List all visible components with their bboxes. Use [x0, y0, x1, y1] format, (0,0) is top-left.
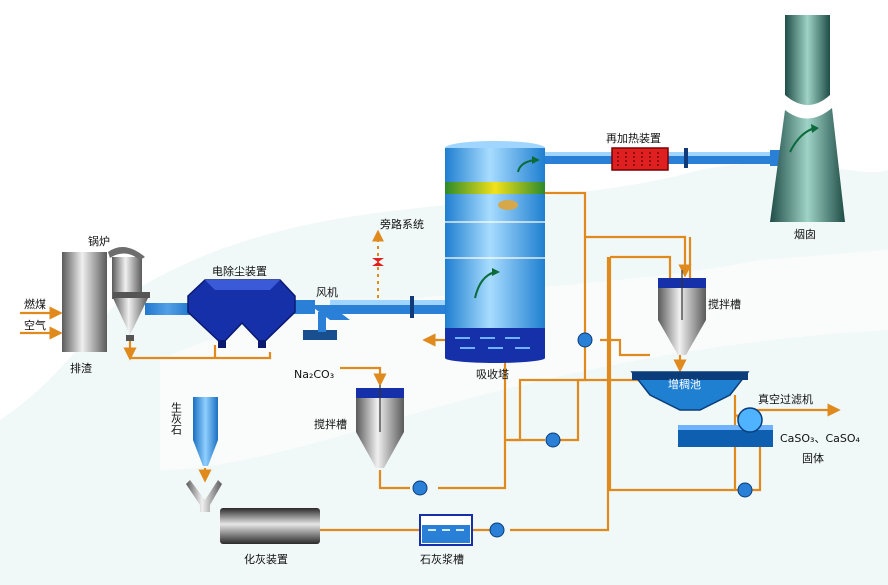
pumps [412, 332, 753, 538]
absorber-tower [445, 141, 545, 363]
product-solid-label: 固体 [802, 451, 824, 465]
boiler [62, 247, 150, 352]
chimney [770, 15, 845, 222]
vacuum-filter [678, 407, 773, 447]
na2co3-label: Na₂CO₃ [294, 368, 334, 381]
bypass-valve-icon [372, 258, 384, 266]
air-label: 空气 [24, 318, 46, 332]
quicklime-silo [186, 397, 222, 512]
quicklime-label: 生灰石 [170, 401, 183, 435]
coal-label: 燃煤 [24, 297, 46, 311]
fan-label: 风机 [316, 285, 338, 299]
esp-label: 电除尘装置 [212, 264, 267, 278]
lime-slurry-tank [419, 514, 473, 546]
product-label: CaSO₃、CaSO₄ [780, 432, 861, 445]
slaker-label: 化灰装置 [244, 552, 288, 566]
lime-tank-label: 石灰浆槽 [420, 552, 464, 566]
stirring-tank-left [356, 385, 404, 468]
slaker-drum [220, 508, 320, 544]
chimney-label: 烟囱 [794, 227, 816, 241]
boiler-label: 锅炉 [88, 235, 110, 248]
absorber-label: 吸收塔 [476, 367, 509, 381]
electrostatic-precipitator [187, 279, 296, 348]
stirring-tank-right [658, 270, 706, 355]
stir-left-label: 搅拌槽 [314, 417, 347, 431]
slag-label: 排渣 [70, 361, 92, 375]
stir-right-label: 搅拌槽 [708, 297, 741, 311]
slurry-lines [20, 191, 841, 532]
fan [303, 312, 337, 340]
reheater [611, 147, 669, 171]
thickener-label: 增稠池 [668, 377, 701, 391]
bypass-label: 旁路系统 [380, 217, 424, 231]
thickener [630, 371, 750, 411]
reheater-label: 再加热装置 [606, 132, 661, 145]
vacuum-filter-label: 真空过滤机 [758, 392, 813, 406]
